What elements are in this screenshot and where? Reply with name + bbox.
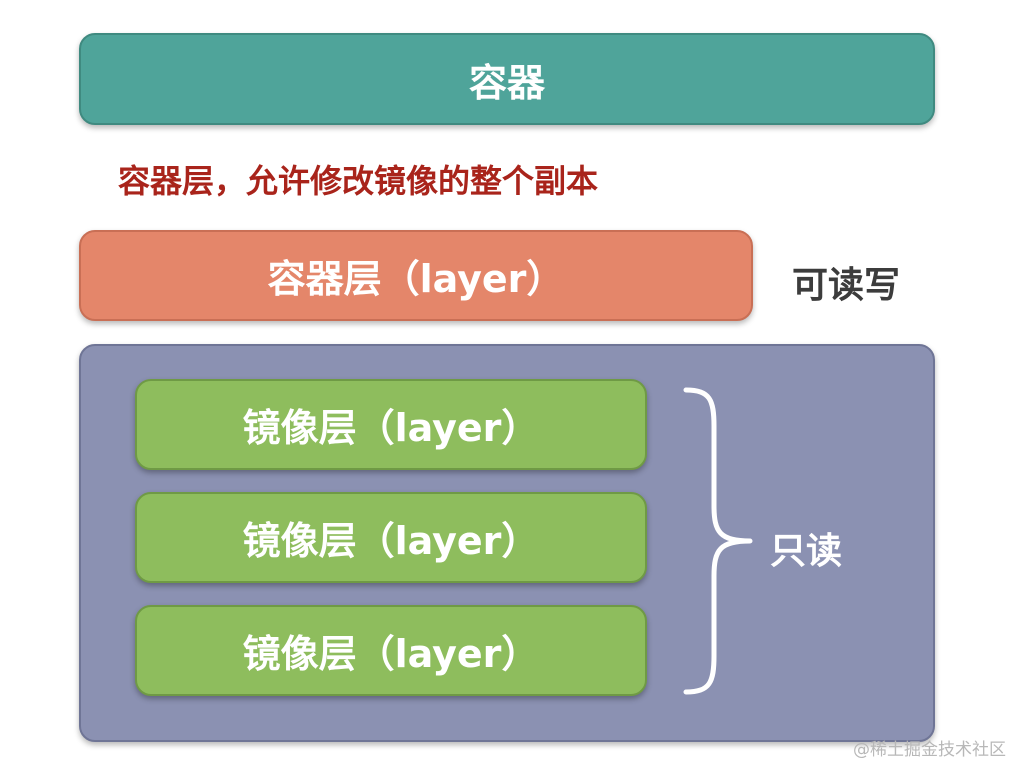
image-layer-3: 镜像层（layer） <box>135 605 647 696</box>
image-layer-2: 镜像层（layer） <box>135 492 647 583</box>
image-layer-label: 镜像层（layer） <box>242 519 540 563</box>
container-layer-label: 容器层（layer） <box>267 257 565 301</box>
watermark: @稀土掘金技术社区 <box>853 740 1006 760</box>
read-only-label: 只读 <box>770 531 843 572</box>
image-layer-label: 镜像层（layer） <box>242 406 540 450</box>
container-box: 容器 <box>79 33 935 125</box>
curly-brace-icon <box>683 387 753 695</box>
container-layer-box: 容器层（layer） <box>79 230 753 321</box>
container-layer-description: 容器层，允许修改镜像的整个副本 <box>118 162 599 200</box>
image-layer-1: 镜像层（layer） <box>135 379 647 470</box>
container-label: 容器 <box>468 60 545 105</box>
image-layer-label: 镜像层（layer） <box>242 632 540 676</box>
read-write-label: 可读写 <box>792 265 901 306</box>
